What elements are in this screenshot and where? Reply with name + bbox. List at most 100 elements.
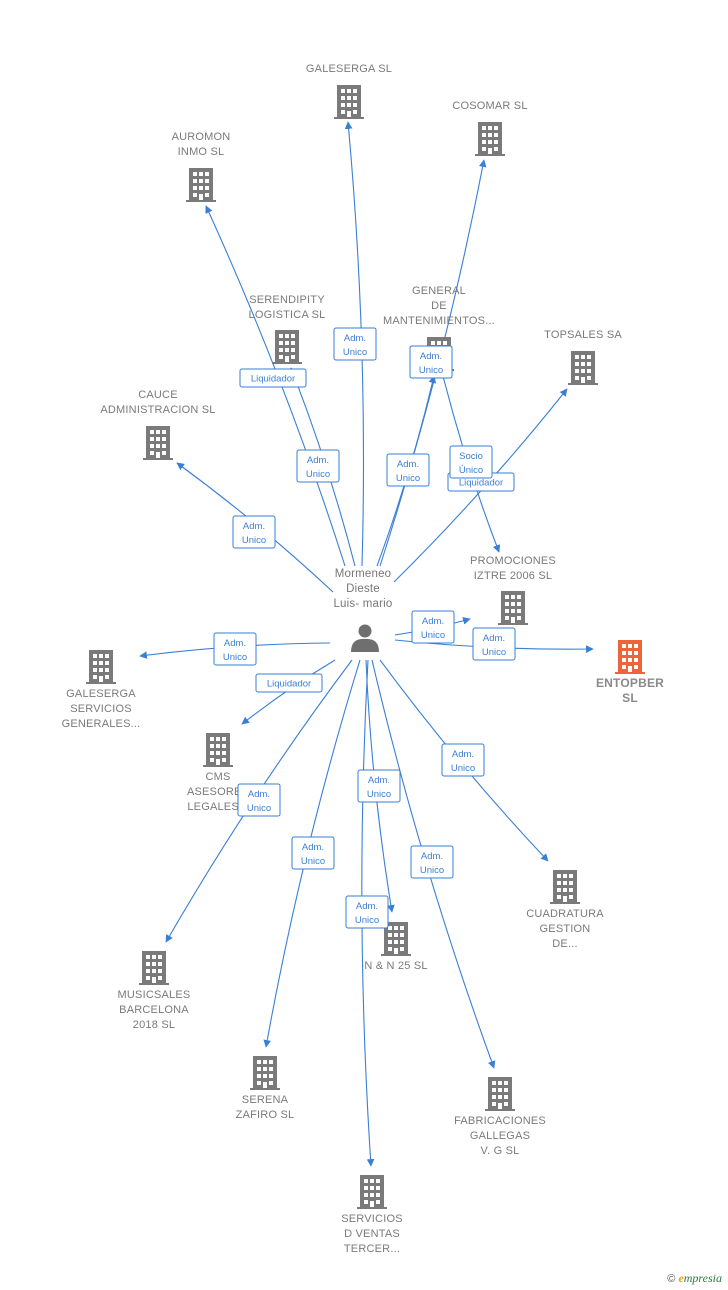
- edge-label-text: Adm.: [302, 842, 324, 853]
- building-icon: [186, 168, 216, 202]
- edge-label-text: Unico: [419, 365, 443, 376]
- node-galeserga_sg[interactable]: GALESERGASERVICIOSGENERALES...: [62, 650, 141, 730]
- edge-label-text: Adm.: [422, 616, 444, 627]
- node-label: SERENA: [242, 1094, 289, 1106]
- node-label: TOPSALES SA: [544, 329, 622, 341]
- edge-label-box[interactable]: [291, 836, 335, 870]
- empresia-credit[interactable]: © empresia: [667, 1271, 722, 1286]
- node-label: CUADRATURA: [526, 908, 604, 920]
- node-label: N & N 25 SL: [364, 960, 427, 972]
- node-label: SL: [622, 691, 638, 705]
- edge-label-box[interactable]: [333, 327, 377, 361]
- node-label: LOGISTICA SL: [249, 309, 326, 321]
- edge-label-text: Unico: [301, 856, 325, 867]
- edge-label-box[interactable]: [357, 769, 401, 803]
- node-serena[interactable]: SERENA ZAFIRO SL: [236, 1056, 295, 1121]
- edge-label-box[interactable]: [237, 783, 281, 817]
- node-galeserga[interactable]: GALESERGA SL: [306, 63, 392, 119]
- edge-label-text: Unico: [421, 630, 445, 641]
- edge-label-text: Liquidador: [267, 679, 311, 690]
- edge-label-text: Unico: [247, 803, 271, 814]
- edge-label-box[interactable]: [345, 895, 389, 929]
- edge-label-box[interactable]: [409, 345, 453, 379]
- building-icon: [568, 351, 598, 385]
- node-serendipity[interactable]: SERENDIPITY LOGISTICA SL: [249, 294, 326, 364]
- node-label: TERCER...: [344, 1243, 400, 1255]
- node-label: ADMINISTRACION SL: [100, 404, 215, 416]
- edge-label-box[interactable]: [386, 453, 430, 487]
- edge-label-box[interactable]: [410, 845, 454, 879]
- building-icon: [143, 426, 173, 460]
- node-topsales[interactable]: TOPSALES SA: [544, 329, 622, 385]
- node-label: SERVICIOS: [70, 703, 132, 715]
- edge-label-text: Unico: [343, 347, 367, 358]
- building-icon: [139, 951, 169, 985]
- building-icon: [475, 122, 505, 156]
- node-label: ZAFIRO SL: [236, 1109, 295, 1121]
- edge-label-box[interactable]: [255, 673, 323, 693]
- node-cuadratura[interactable]: CUADRATURAGESTIONDE...: [526, 870, 604, 950]
- node-label: LEGALES...: [187, 801, 248, 813]
- edge-label-text: Unico: [451, 763, 475, 774]
- node-label: D VENTAS: [344, 1228, 400, 1240]
- edge-label-text: Adm.: [420, 351, 442, 362]
- edge-label-text: Unico: [242, 535, 266, 546]
- edge-label-text: Adm.: [397, 459, 419, 470]
- edge-label-box[interactable]: [449, 445, 493, 479]
- node-label: COSOMAR SL: [452, 100, 527, 112]
- edge-label-text: Unico: [223, 652, 247, 663]
- edge-label-box[interactable]: [411, 610, 455, 644]
- edge-label-text: Adm.: [307, 455, 329, 466]
- edge-label-text: Unico: [482, 647, 506, 658]
- node-label: MANTENIMIENTOS...: [383, 315, 495, 327]
- person-icon: [358, 624, 372, 638]
- node-label: BARCELONA: [119, 1004, 189, 1016]
- edge-label-text: Unico: [306, 469, 330, 480]
- edge-label-text: Unico: [396, 473, 420, 484]
- edge-label-box[interactable]: [213, 632, 257, 666]
- node-label: ASESORES: [187, 786, 249, 798]
- edge-label-text: Adm.: [421, 851, 443, 862]
- edge-label-text: Adm.: [243, 521, 265, 532]
- center-label: Luis- mario: [333, 598, 392, 610]
- node-label: FABRICACIONES: [454, 1115, 546, 1127]
- node-general[interactable]: GENERALDEMANTENIMIENTOS...: [383, 285, 495, 371]
- node-cauce[interactable]: CAUCE ADMINISTRACION SL: [100, 389, 215, 460]
- building-icon: [550, 870, 580, 904]
- node-label: GALESERGA SL: [306, 63, 392, 75]
- building-icon: [615, 640, 645, 674]
- edge-label-text: Adm.: [452, 749, 474, 760]
- edge-label-box[interactable]: [232, 515, 276, 549]
- edge-label-box[interactable]: [441, 743, 485, 777]
- node-label: SERENDIPITY: [249, 294, 325, 306]
- node-cms[interactable]: CMS ASESORES LEGALES...: [187, 733, 249, 813]
- copyright-icon: ©: [667, 1273, 676, 1285]
- edge-label-text: Adm.: [224, 638, 246, 649]
- node-cosomar[interactable]: COSOMAR SL: [452, 100, 527, 156]
- edge-label-box[interactable]: [296, 449, 340, 483]
- node-label: CAUCE: [138, 389, 178, 401]
- node-label: V. G SL: [481, 1145, 520, 1157]
- edge-label-text: Adm.: [368, 775, 390, 786]
- edge-label-text: Liquidador: [251, 374, 295, 385]
- node-label: IZTRE 2006 SL: [474, 570, 552, 582]
- edge-label-text: Unico: [420, 865, 444, 876]
- node-label: CMS: [205, 771, 230, 783]
- node-label: GENERALES...: [62, 718, 141, 730]
- edge-label-box[interactable]: [472, 627, 516, 661]
- node-label: GESTION: [540, 923, 591, 935]
- edge-label-box[interactable]: [239, 368, 307, 388]
- node-label: MUSICSALES: [118, 989, 191, 1001]
- building-icon: [272, 330, 302, 364]
- building-icon: [485, 1077, 515, 1111]
- edge-label-text: Unico: [367, 789, 391, 800]
- node-nn25[interactable]: N & N 25 SL: [364, 922, 427, 972]
- building-icon: [334, 85, 364, 119]
